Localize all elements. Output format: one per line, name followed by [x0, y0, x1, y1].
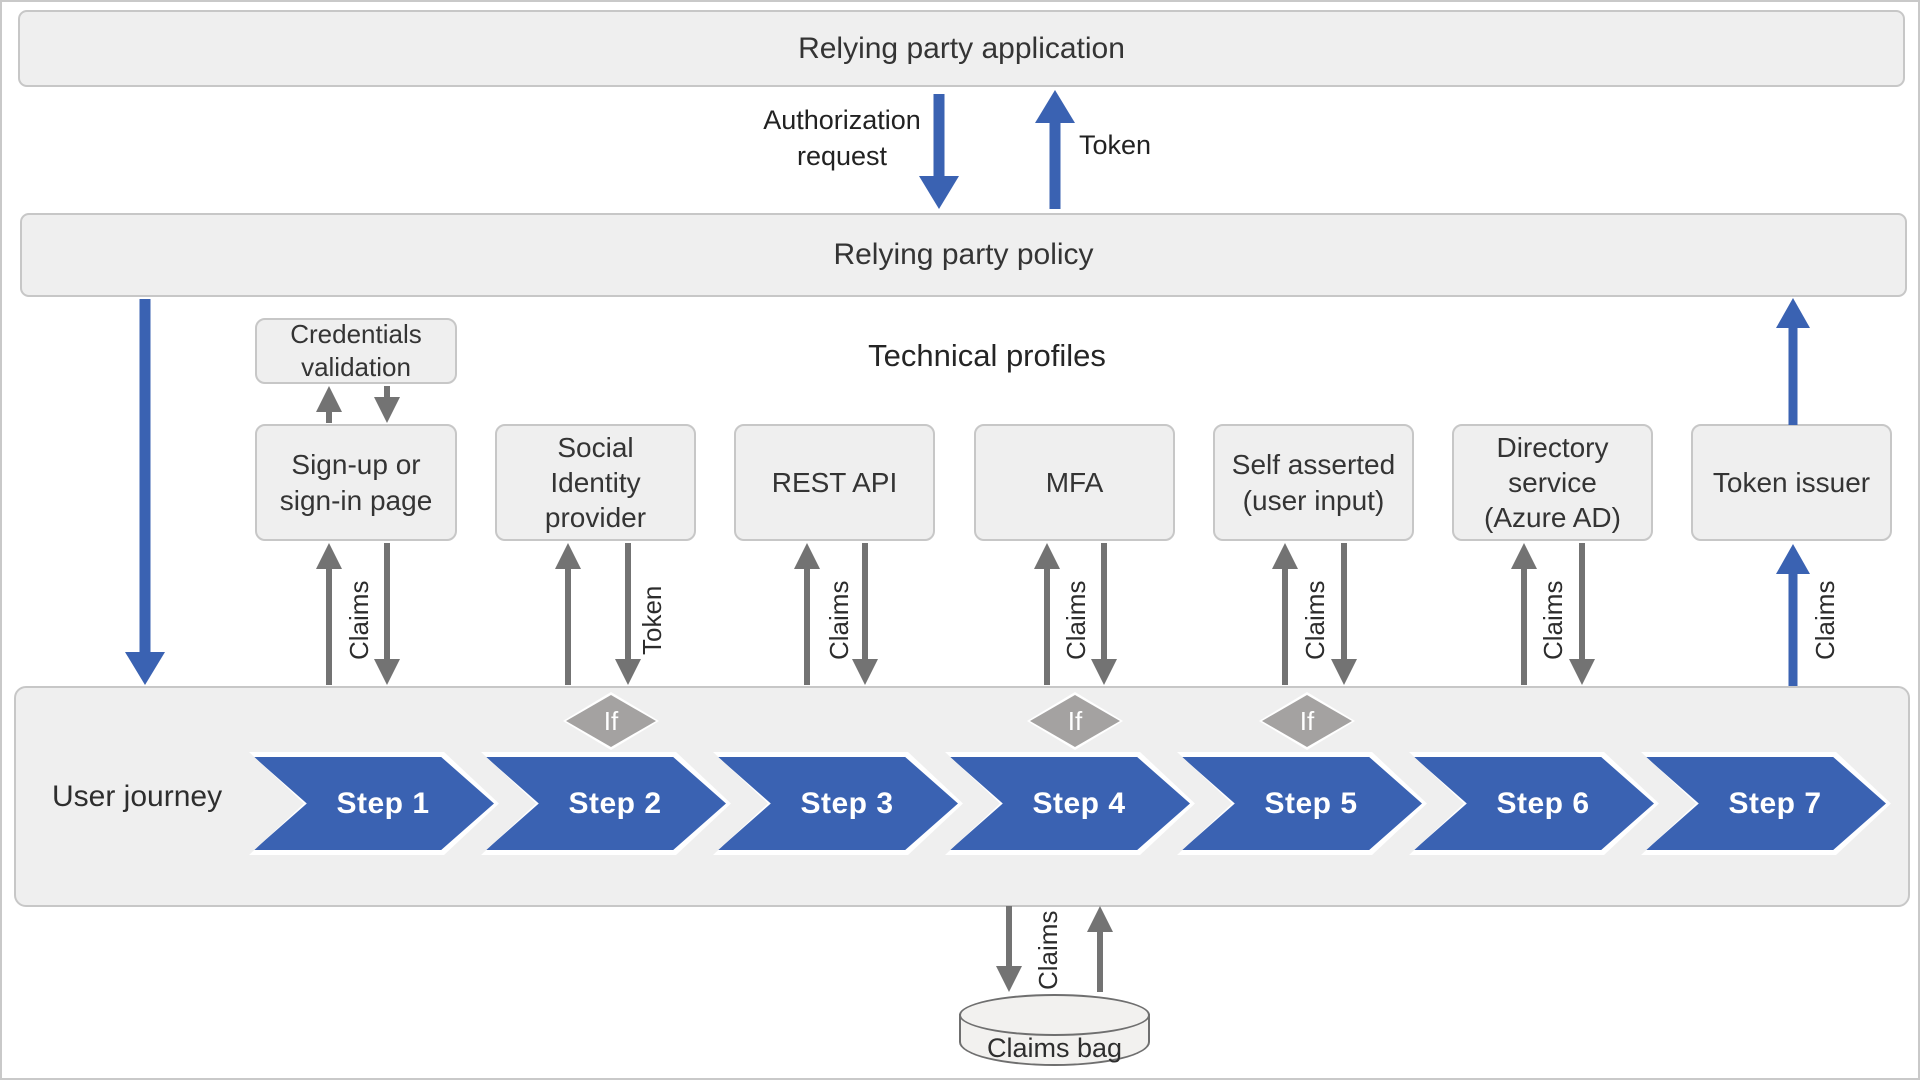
credentials-up-arrow [316, 386, 342, 423]
user-journey-label: User journey [52, 779, 223, 813]
relying-party-application-box: Relying party application [18, 10, 1905, 87]
signup-claims-down-arrow [374, 543, 400, 685]
self-asserted-claims-label: Claims [1300, 580, 1330, 660]
profile-box-self-asserted: Self asserted (user input) [1213, 424, 1414, 541]
policy-to-journey-arrow [125, 299, 165, 685]
authorization-request-down-arrow [919, 94, 959, 209]
if-diamond-step-4-label: If [1067, 705, 1083, 736]
credentials-validation-box: Credentials validation [255, 318, 457, 384]
directory-claims-up-arrow [1511, 543, 1537, 685]
profile-box-signup-signin-label: Sign-up or sign-in page [279, 449, 433, 516]
claims-bag-cylinder-top [959, 994, 1150, 1036]
social-token-label: Token [637, 585, 667, 655]
journey-step-2-label: Step 2 [568, 786, 662, 820]
if-diamond-step-5-label: If [1299, 705, 1315, 736]
token-issuer-claims-label: Claims [1810, 580, 1840, 660]
profile-box-token-issuer: Token issuer [1691, 424, 1892, 541]
directory-claims-label: Claims [1538, 580, 1568, 660]
directory-claims-down-arrow [1569, 543, 1595, 685]
token-issuer-to-policy-arrow [1776, 298, 1810, 425]
journey-to-claims-bag-arrow [996, 906, 1022, 992]
relying-party-application-label: Relying party application [798, 31, 1125, 65]
journey-step-5-label: Step 5 [1264, 786, 1358, 820]
profile-box-token-issuer-label: Token issuer [1712, 466, 1871, 498]
journey-step-3-label: Step 3 [800, 786, 894, 820]
mfa-claims-label: Claims [1061, 580, 1091, 660]
profile-box-social-identity-provider: Social Identity provider [495, 424, 696, 541]
mfa-claims-up-arrow [1034, 543, 1060, 685]
claims-bag-to-journey-arrow [1087, 906, 1113, 992]
journey-step-6-label: Step 6 [1496, 786, 1590, 820]
rest-api-claims-up-arrow [794, 543, 820, 685]
authorization-request-label: Authorization request [763, 105, 921, 172]
signup-claims-up-arrow [316, 543, 342, 685]
self-asserted-claims-up-arrow [1272, 543, 1298, 685]
signup-claims-label: Claims [344, 580, 374, 660]
journey-step-4-label: Step 4 [1032, 786, 1126, 820]
rest-api-claims-down-arrow [852, 543, 878, 685]
profile-box-rest-api: REST API [734, 424, 935, 541]
social-token-down-arrow [615, 543, 641, 685]
profile-box-mfa: MFA [974, 424, 1175, 541]
self-asserted-claims-down-arrow [1331, 543, 1357, 685]
profile-box-rest-api-label: REST API [771, 466, 898, 498]
profile-box-directory-service-label: Directory service (Azure AD) [1484, 431, 1621, 534]
mfa-claims-down-arrow [1091, 543, 1117, 685]
profile-box-self-asserted-label: Self asserted (user input) [1231, 449, 1396, 516]
technical-profiles-section-label: Technical profiles [868, 338, 1106, 373]
profile-box-social-identity-provider-label: Social Identity provider [544, 431, 647, 534]
claims-bag-cylinder: Claims bag [959, 994, 1150, 1066]
journey-step-7: Step 7 [1641, 752, 1891, 855]
credentials-down-arrow [374, 386, 400, 423]
rest-api-claims-label: Claims [824, 580, 854, 660]
token-up-arrow [1035, 90, 1075, 209]
if-diamond-step-2-label: If [603, 705, 619, 736]
relying-party-policy-box: Relying party policy [20, 213, 1907, 297]
profile-box-mfa-label: MFA [1045, 466, 1104, 498]
relying-party-policy-label: Relying party policy [833, 238, 1094, 271]
claims-bag-label: Claims bag [986, 1033, 1123, 1063]
journey-step-7-label: Step 7 [1728, 786, 1822, 820]
credentials-validation-label: Credentials validation [290, 319, 422, 382]
profile-box-directory-service: Directory service (Azure AD) [1452, 424, 1653, 541]
profile-box-signup-signin: Sign-up or sign-in page [255, 424, 457, 541]
journey-step-1-label: Step 1 [336, 786, 430, 820]
journey-to-token-issuer-arrow [1776, 544, 1810, 686]
social-claims-up-arrow [555, 543, 581, 685]
claims-bag-claims-label: Claims [1033, 910, 1063, 990]
token-label: Token [1079, 130, 1152, 160]
